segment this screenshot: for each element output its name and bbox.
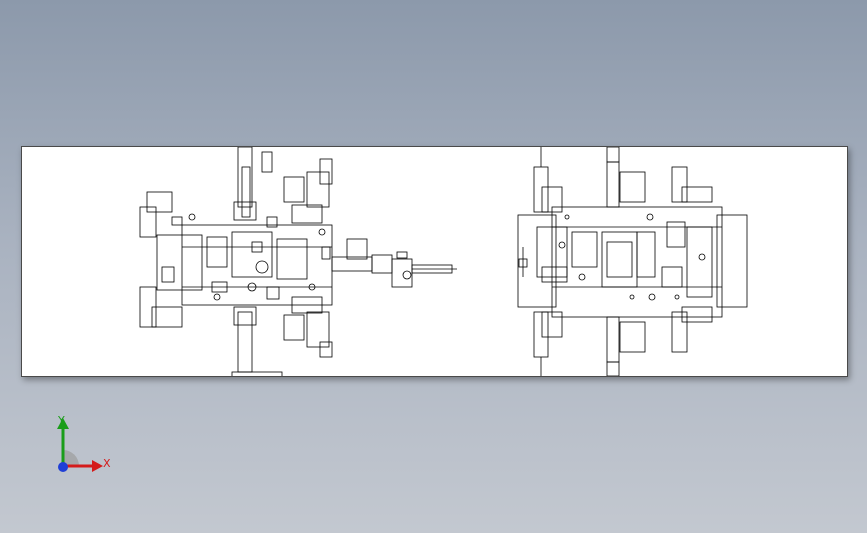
cad-drawing	[139, 147, 748, 376]
x-axis-label: X	[103, 457, 111, 470]
coordinate-triad	[57, 418, 103, 472]
y-axis-label: Y	[58, 414, 65, 427]
drawing-sheet[interactable]	[21, 146, 848, 377]
right-layout-view	[517, 147, 748, 376]
left-layout-view	[139, 147, 457, 376]
